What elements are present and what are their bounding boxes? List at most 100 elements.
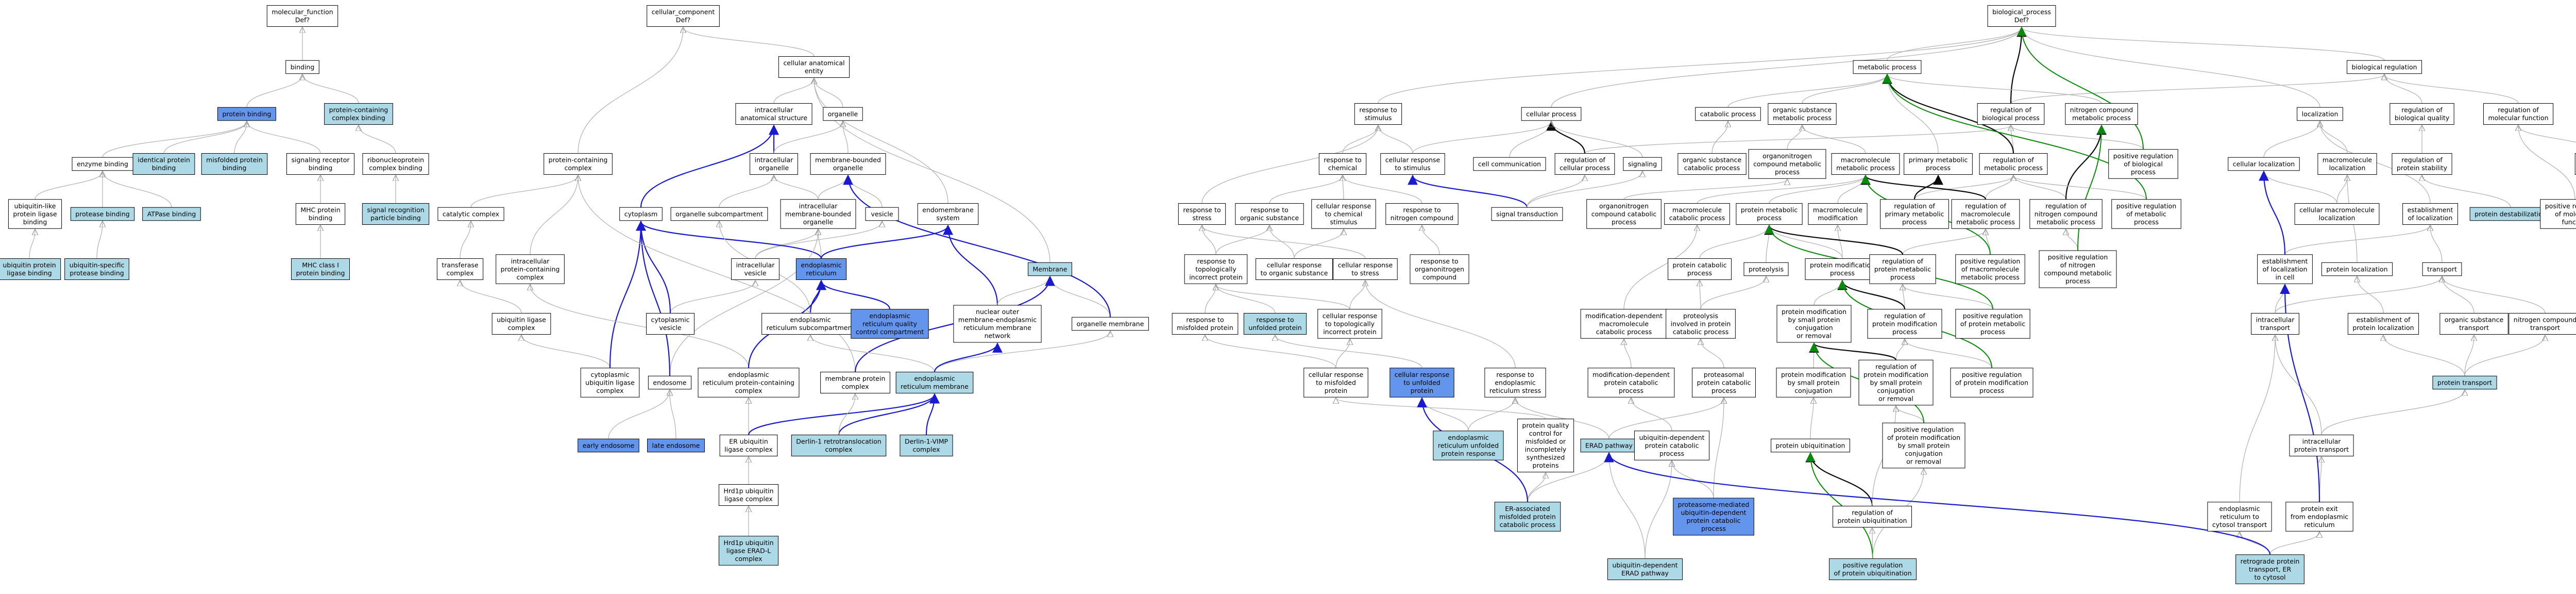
node-proteasome-mediated-ubiquitin-dependent-protein-catabolic-process[interactable]: proteasome-mediatedubiquitin-dependentpr…	[1673, 498, 1754, 536]
node-enzyme-binding[interactable]: enzyme binding	[72, 157, 133, 171]
node-cytoplasm[interactable]: cytoplasm	[619, 207, 663, 221]
node-protein-destabilization[interactable]: protein destabilization	[2469, 207, 2552, 221]
node-modification-dependent-macromolecule-catabolic-process[interactable]: modification-dependentmacromoleculecatab…	[1580, 309, 1668, 339]
node-localization[interactable]: localization	[2297, 107, 2343, 121]
node-erad-pathway[interactable]: ERAD pathway	[1580, 438, 1638, 453]
node-organelle-membrane[interactable]: organelle membrane	[1072, 317, 1149, 331]
node-binding[interactable]: binding	[285, 60, 319, 74]
node-cellular-process[interactable]: cellular process	[1521, 107, 1582, 121]
node-vesicle[interactable]: vesicle	[865, 207, 899, 221]
node-nuclear-outer-membrane-er-network[interactable]: nuclear outermembrane-endoplasmicreticul…	[953, 305, 1042, 343]
node-cell-communication[interactable]: cell communication	[1473, 157, 1546, 171]
node-signal-transduction[interactable]: signal transduction	[1491, 207, 1563, 221]
node-membrane[interactable]: Membrane	[1028, 262, 1072, 276]
node-organelle[interactable]: organelle	[823, 107, 863, 121]
node-signaling[interactable]: signaling	[1623, 157, 1662, 171]
node-cellular-localization[interactable]: cellular localization	[2228, 157, 2300, 171]
node-organelle-subcompartment[interactable]: organelle subcompartment	[670, 207, 768, 221]
node-late-endosome[interactable]: late endosome	[647, 438, 705, 453]
node-biological-regulation[interactable]: biological regulation	[2346, 60, 2422, 74]
node-proteolysis[interactable]: proteolysis	[1743, 262, 1789, 276]
node-protein-ubiquitination[interactable]: protein ubiquitination	[1771, 438, 1850, 453]
node-regulation-of-binding[interactable]: regulation ofbinding	[2574, 153, 2576, 175]
node-atpase-binding[interactable]: ATPase binding	[142, 207, 201, 221]
node-catabolic-process[interactable]: catabolic process	[1695, 107, 1761, 121]
node-metabolic-process[interactable]: metabolic process	[1853, 60, 1922, 74]
